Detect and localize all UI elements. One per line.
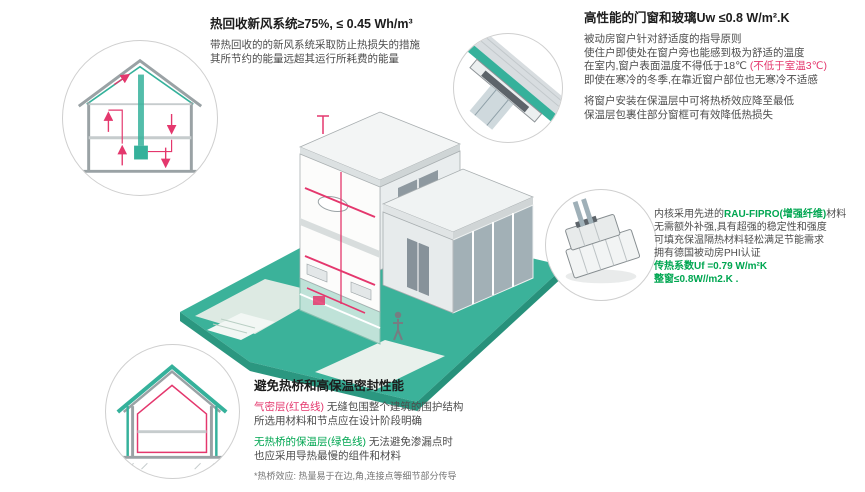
profile-body: 内核采用先进的RAU-FIPRO(增强纤维)材料 无需额外补强,具有超强的稳定性…: [654, 208, 862, 286]
envelope-text: 无缝包围整个建筑的围护结构: [324, 401, 464, 413]
ventilation-body-line: 带热回收的的新风系统采取防止热损失的措施: [210, 39, 420, 51]
airtight-layer-label: 气密层(红色线): [254, 401, 324, 413]
house-section-envelope-icon: [113, 364, 229, 470]
envelope-title: 避免热桥和高保温密封性能: [254, 379, 405, 393]
windows-body-line: 保温层包裹住部分窗框可有效降低热损失: [584, 108, 773, 121]
windows-body-line: 将窗户安装在保温层中可将热桥效应降至最低: [584, 95, 794, 107]
callout-windows: 高性能的门窗和玻璃Uw ≤0.8 W/m².K 被动房窗户针对舒适度的指导原则 …: [584, 10, 860, 122]
window-profile-circle: [545, 189, 657, 301]
envelope-body-line: 所选用材料和节点应在设计阶段明确: [254, 414, 422, 427]
callout-profile: 内核采用先进的RAU-FIPRO(增强纤维)材料 无需额外补强,具有超强的稳定性…: [654, 208, 862, 286]
callout-envelope: 避免热桥和高保温密封性能 气密层(红色线) 无缝包围整个建筑的围护结构 所选用材…: [254, 378, 584, 484]
ventilation-title: 热回收新风系统≥75%, ≤ 0.45 Wh/m³: [210, 17, 413, 31]
isometric-house-icon: [180, 111, 565, 411]
windows-body-red-text: (不低于室温3℃): [749, 60, 827, 72]
windows-body: 被动房窗户针对舒适度的指导原则 使住户即使处在窗户旁也能感到极为舒适的温度 在室…: [584, 33, 860, 122]
window-corner-detail-icon: [454, 34, 562, 134]
profile-body-line: 无需额外补强,具有超强的稳定性和强度: [654, 222, 827, 233]
profile-uw-value: 整窗≤0.8W//m2.K .: [654, 274, 739, 285]
windows-body-line: 即使在寒冷的冬季,在靠近窗户部位也无寒冷不适感: [584, 73, 818, 86]
house-section-ventilation-icon: [77, 58, 203, 173]
envelope-body: 气密层(红色线) 无缝包围整个建筑的围护结构 所选用材料和节点应在设计阶段明确 …: [254, 401, 584, 484]
ventilation-body-line: 其所节约的能量远超其运行所耗费的能量: [210, 52, 399, 65]
windows-body-line: 在室内,窗户表面温度不得低于18℃ (不低于室温3℃): [584, 60, 860, 74]
windows-body-line: 使住户即使处在窗户旁也能感到极为舒适的温度: [584, 46, 805, 59]
envelope-body-line: 也应采用导热最慢的组件和材料: [254, 449, 401, 462]
envelope-detail-circle: [105, 344, 240, 479]
profile-material-line: 内核采用先进的RAU-FIPRO(增强纤维)材料: [654, 208, 862, 221]
basement-cutaway: [299, 277, 381, 345]
glass-facade-wing: [381, 168, 535, 314]
insulation-layer-label: 无热桥的保温层(绿色线): [254, 436, 366, 448]
profile-material-highlight: RAU-FIPRO(增强纤维): [724, 209, 827, 220]
person-figure: [393, 311, 403, 341]
envelope-text: 无法避免渗漏点时: [366, 436, 453, 448]
profile-uf-value: 传热系数Uf =0.79 W/m²K: [654, 261, 768, 272]
ventilation-detail-circle: [62, 40, 218, 196]
envelope-insulation-line: 无热桥的保温层(绿色线) 无法避免渗漏点时: [254, 436, 584, 450]
passive-house-isometric-illustration: [155, 72, 595, 417]
red-ventilation-ducts: [304, 172, 376, 304]
ventilation-body: 带热回收的的新风系统采取防止热损失的措施 其所节约的能量远超其运行所耗费的能量: [210, 39, 480, 66]
window-install-detail-circle: [453, 33, 563, 143]
windows-body-line: 被动房窗户针对舒适度的指导原则: [584, 33, 742, 45]
profile-text: 内核采用先进的: [654, 209, 724, 220]
thermal-bridge-footnote: *热桥效应: 热量易于在边,角,连接点等细节部分传导: [254, 471, 457, 481]
windows-body-text: 在室内,窗户表面温度不得低于18℃: [584, 60, 750, 72]
profile-body-line: 拥有德国被动房PHI认证: [654, 248, 761, 259]
envelope-airtight-line: 气密层(红色线) 无缝包围整个建筑的围护结构: [254, 401, 584, 415]
window-frame-profile-icon: [565, 198, 641, 284]
windows-title: 高性能的门窗和玻璃Uw ≤0.8 W/m².K: [584, 11, 790, 25]
callout-ventilation: 热回收新风系统≥75%, ≤ 0.45 Wh/m³ 带热回收的的新风系统采取防止…: [210, 16, 480, 66]
profile-body-line: 可填充保温隔热材料轻松满足节能需求: [654, 235, 824, 246]
profile-text: 材料: [826, 209, 847, 220]
